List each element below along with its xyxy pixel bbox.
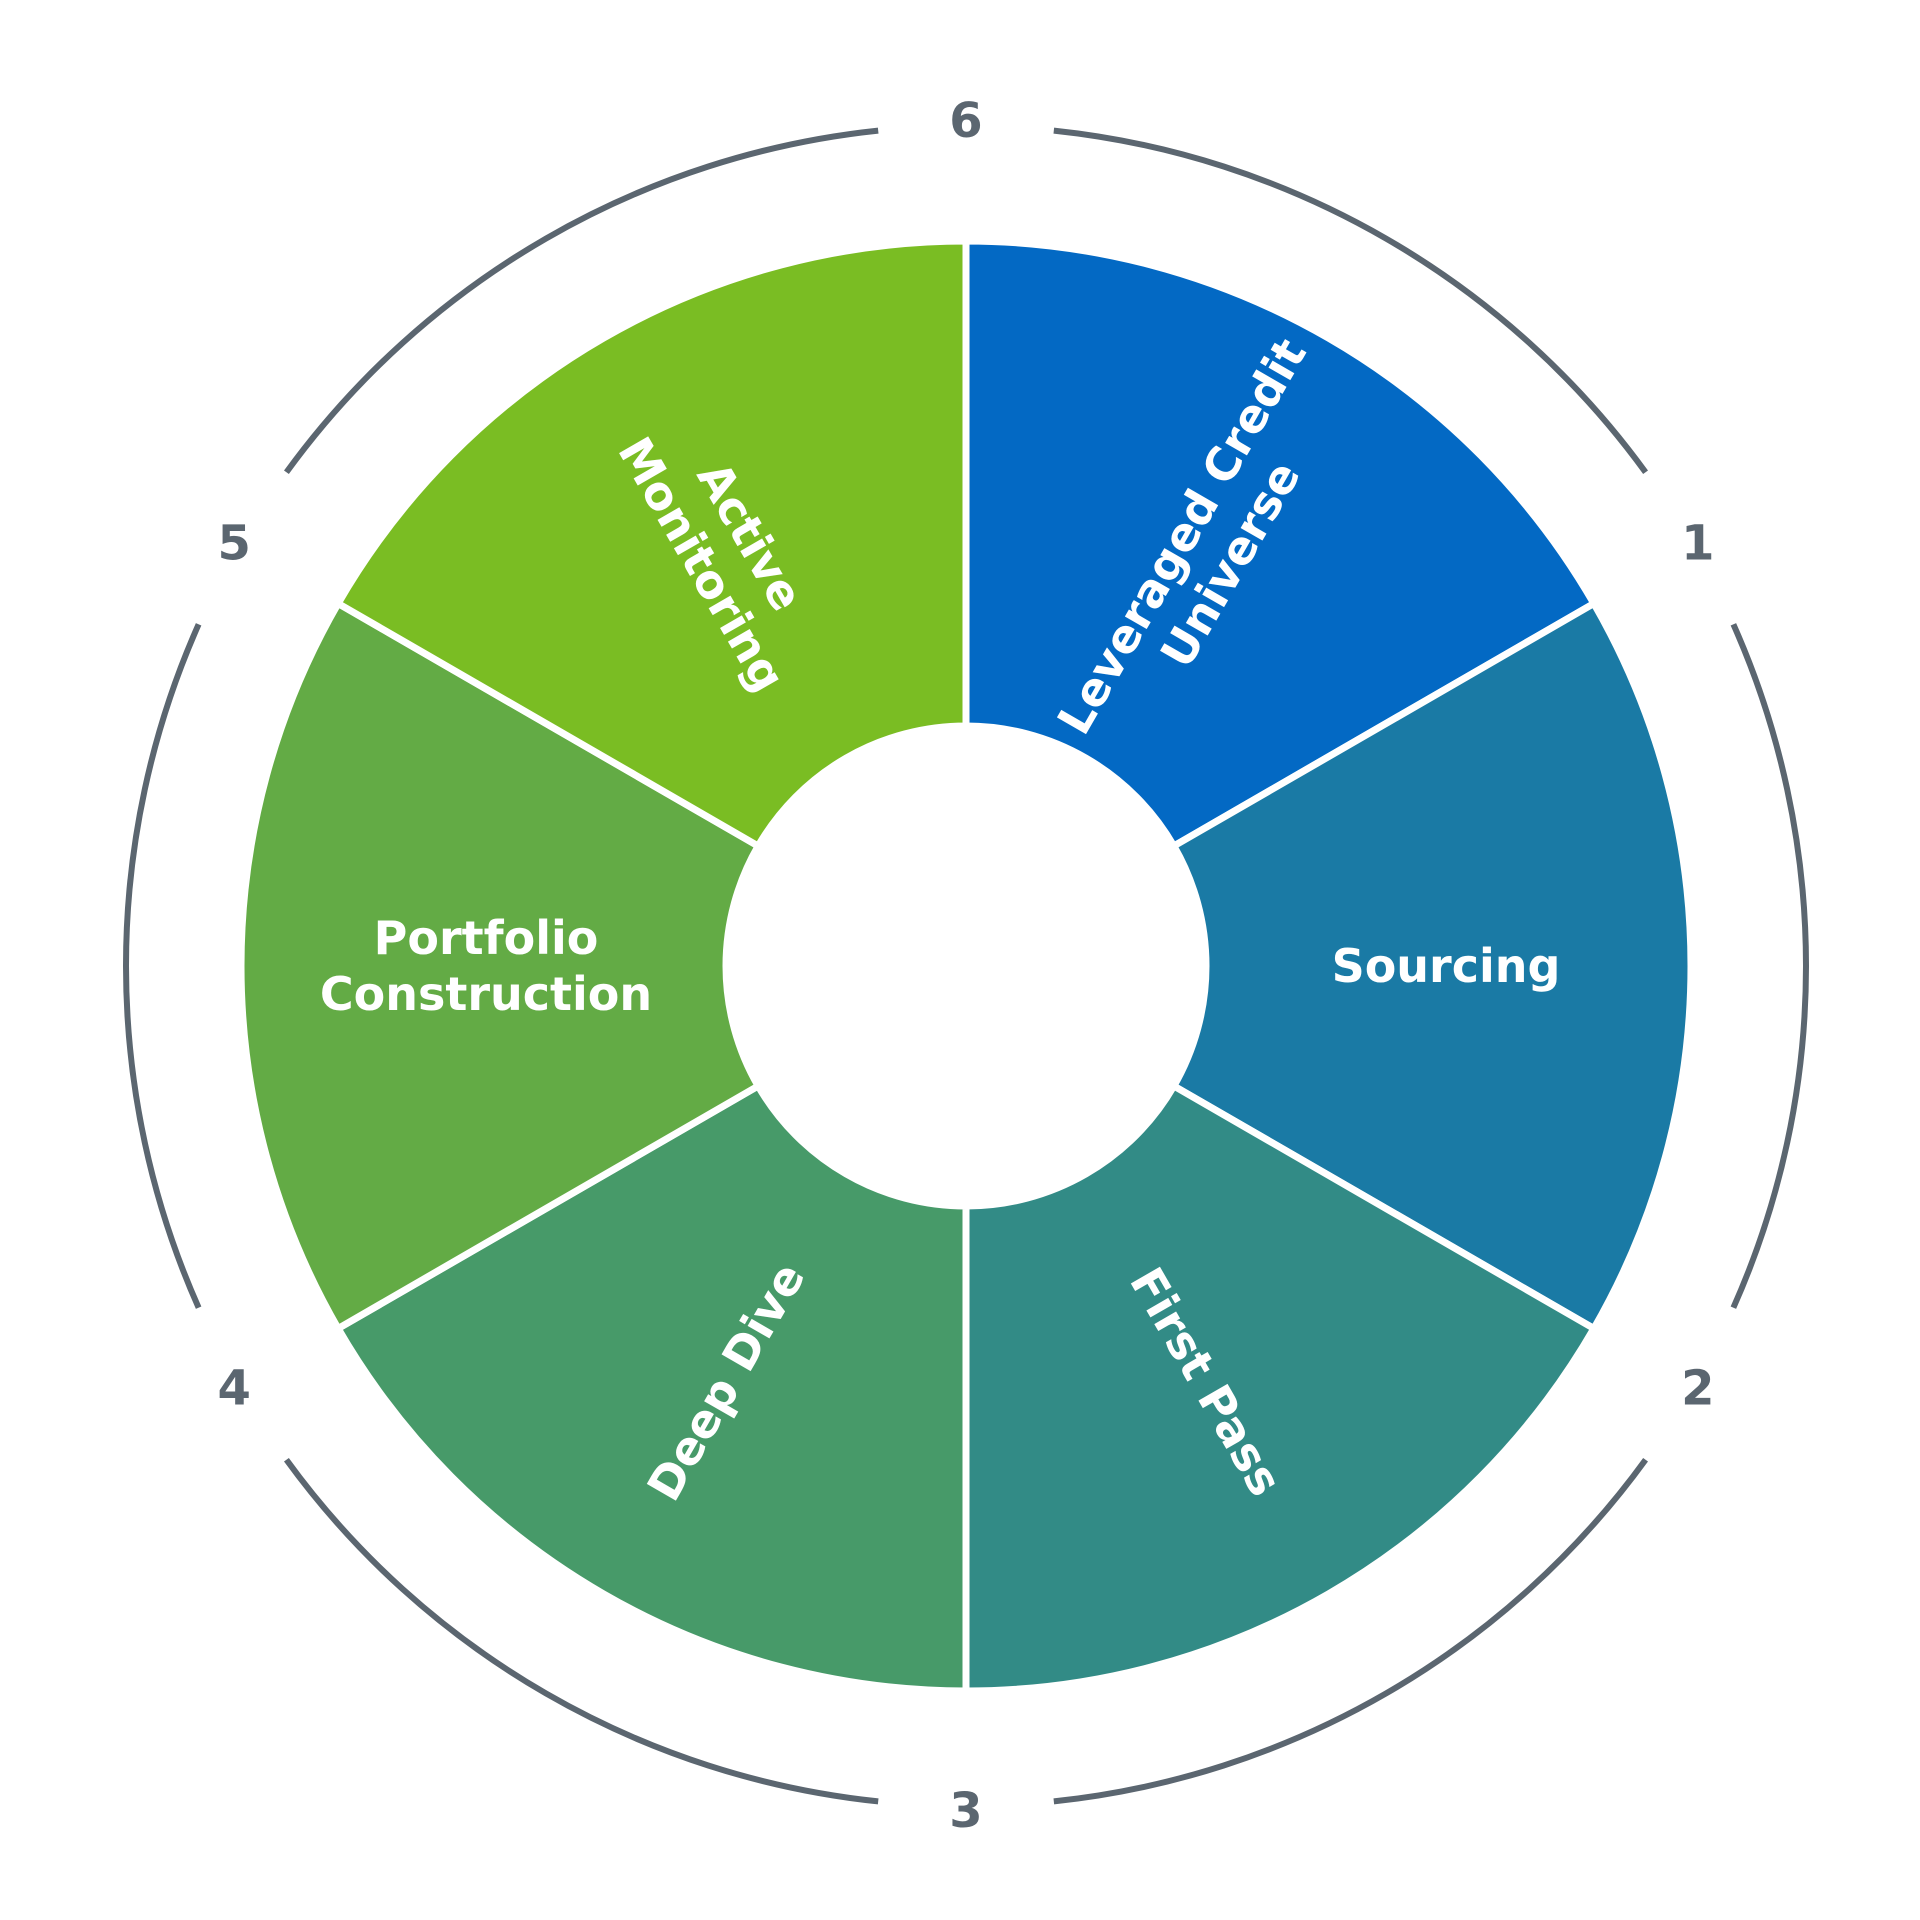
step-number-3: 3 bbox=[949, 1783, 982, 1839]
step-number-1: 1 bbox=[1681, 516, 1714, 572]
step-numbers: 1 2 3 4 5 6 bbox=[218, 93, 1715, 1839]
step-number-4: 4 bbox=[218, 1361, 251, 1417]
ring-arc-6 bbox=[283, 127, 879, 475]
center-hole bbox=[726, 726, 1206, 1206]
step-number-5: 5 bbox=[218, 516, 251, 572]
ring-arc-2 bbox=[1730, 623, 1810, 1309]
step-number-6: 6 bbox=[949, 93, 982, 149]
segment-1 bbox=[962, 237, 1599, 851]
segment-label-line: Portfolio bbox=[374, 911, 599, 965]
step-number-2: 2 bbox=[1681, 1361, 1714, 1417]
segment-label-2: Sourcing bbox=[1332, 939, 1561, 993]
outer-ring bbox=[123, 127, 1810, 1805]
ring-arc-3 bbox=[1053, 1457, 1648, 1805]
segment-2 bbox=[1169, 598, 1695, 1334]
segment-3 bbox=[962, 1081, 1599, 1695]
ring-arc-4 bbox=[283, 1457, 879, 1805]
segment-label-line: Construction bbox=[320, 967, 652, 1021]
ring-arc-5 bbox=[123, 623, 202, 1309]
segment-label-line: Sourcing bbox=[1332, 939, 1561, 993]
ring-arc-1 bbox=[1053, 127, 1648, 475]
